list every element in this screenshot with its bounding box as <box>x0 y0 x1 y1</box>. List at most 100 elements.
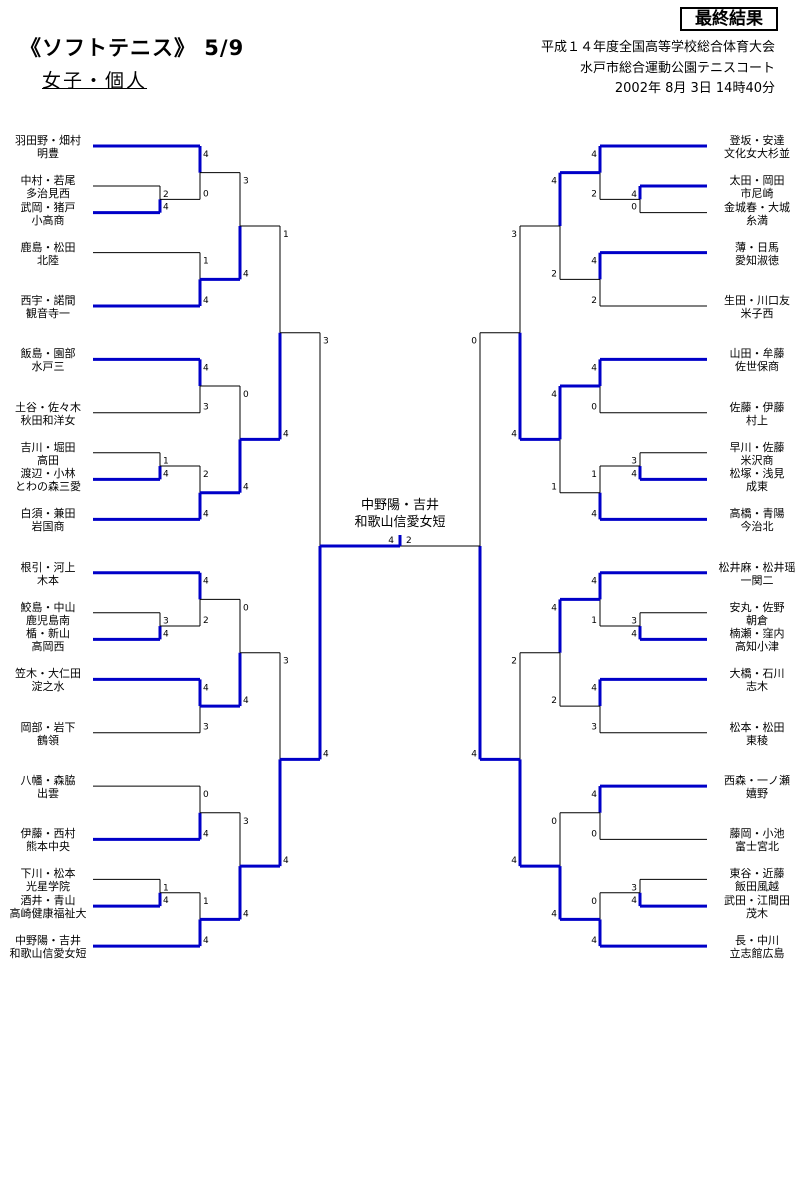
score: 4 <box>591 936 597 946</box>
entry-school: 鹿児島南 <box>26 613 70 627</box>
entry: 武田・江間田茂木 <box>707 894 799 920</box>
score: 4 <box>471 749 477 759</box>
score: 3 <box>591 723 597 733</box>
champion: 中野陽・吉井 和歌山信愛女短 <box>330 497 470 531</box>
score: 4 <box>203 829 209 839</box>
score: 4 <box>283 429 289 439</box>
score: 4 <box>203 683 209 693</box>
score: 4 <box>203 936 209 946</box>
tournament-name: 平成１４年度全国高等学校総合体育大会 <box>540 40 775 55</box>
entry-players: 早川・佐藤 <box>729 440 785 454</box>
entry-players: 登坂・安達 <box>729 134 785 147</box>
score: 4 <box>163 896 169 906</box>
entry-players: 楯・新山 <box>26 627 70 641</box>
entry-school: 佐世保商 <box>735 360 779 374</box>
score: 4 <box>243 483 249 493</box>
entry-school: 市尼崎 <box>740 187 774 200</box>
entry-players: 鹿島・松田 <box>20 240 76 254</box>
entry: 渡辺・小林とわの森三愛 <box>0 467 98 493</box>
entry-school: 富士宮北 <box>735 840 779 854</box>
score: 3 <box>283 657 289 667</box>
page-title: 《ソフトテニス》 5/9 <box>20 36 245 60</box>
entry: 山田・牟藤佐世保商 <box>707 347 799 373</box>
entry-school: とわの森三愛 <box>15 480 81 494</box>
entry-players: 鮫島・中山 <box>20 600 76 614</box>
entry-school: 成東 <box>746 480 768 494</box>
score: 3 <box>511 230 517 240</box>
entry-school: 愛知淑徳 <box>735 253 779 267</box>
entry: 生田・川口友米子西 <box>707 294 799 320</box>
entry: 西森・一ノ瀬嬉野 <box>707 774 799 800</box>
entry-players: 中野陽・吉井 <box>15 934 81 948</box>
score: 4 <box>203 509 209 519</box>
score: 2 <box>591 296 597 306</box>
final-score-right: 2 <box>406 536 412 546</box>
score: 1 <box>203 257 209 267</box>
entry-players: 楠瀬・窪内 <box>729 627 785 641</box>
entry-school: 今治北 <box>740 520 774 534</box>
score: 4 <box>323 749 329 759</box>
entry: 飯島・園部水戸三 <box>0 347 98 373</box>
score: 0 <box>243 603 249 613</box>
entry: 安丸・佐野朝倉 <box>707 601 799 627</box>
venue-name: 水戸市総合運動公園テニスコート <box>579 61 775 76</box>
entry: 藤岡・小池富士宮北 <box>707 827 799 853</box>
score: 0 <box>203 790 209 800</box>
entry: 鮫島・中山鹿児島南 <box>0 601 98 627</box>
score: 0 <box>591 897 597 907</box>
score: 2 <box>511 657 517 667</box>
entry-school: 高田 <box>37 453 59 467</box>
entry: 佐藤・伊藤村上 <box>707 401 799 427</box>
entry-players: 笠木・大仁田 <box>15 667 81 681</box>
score: 4 <box>631 896 637 906</box>
entry-players: 太田・岡田 <box>729 174 785 187</box>
score: 2 <box>551 696 557 706</box>
entry: 松本・松田東稜 <box>707 721 799 747</box>
score: 4 <box>551 603 557 613</box>
entry-players: 武岡・猪戸 <box>20 200 76 214</box>
entry-school: 鶴領 <box>37 733 59 747</box>
entry-players: 八幡・森脇 <box>20 774 76 788</box>
entry-players: 佐藤・伊藤 <box>729 400 785 414</box>
score: 4 <box>591 790 597 800</box>
entry-players: 安丸・佐野 <box>729 600 785 614</box>
champion-players: 中野陽・吉井 <box>360 498 439 513</box>
entry: 長・中川立志館広島 <box>707 934 799 960</box>
entry-players: 藤岡・小池 <box>729 827 785 841</box>
entry-school: 文化女大杉並 <box>724 147 790 160</box>
entry-school: 東稜 <box>746 733 768 747</box>
entry-school: 木本 <box>37 573 59 587</box>
final-result-badge: 最終結果 <box>680 7 778 31</box>
score: 0 <box>591 403 597 413</box>
score: 3 <box>631 883 637 893</box>
entry-players: 松塚・浅見 <box>729 467 785 481</box>
entry-players: 金城春・大城 <box>724 200 790 214</box>
entry-school: 嬉野 <box>746 787 768 801</box>
entry-school: 水戸三 <box>31 360 65 374</box>
entry: 羽田野・畑村明豊 <box>0 134 98 160</box>
score: 3 <box>631 617 637 627</box>
score: 1 <box>591 470 597 480</box>
score: 4 <box>243 696 249 706</box>
entry: 太田・岡田市尼崎 <box>707 174 799 200</box>
score: 2 <box>163 190 169 200</box>
entry: 中野陽・吉井和歌山信愛女短 <box>0 934 98 960</box>
score: 3 <box>323 337 329 347</box>
entry-school: 茂木 <box>746 907 768 921</box>
entry: 薄・日馬愛知淑徳 <box>707 241 799 267</box>
entry-players: 高橋・青陽 <box>729 507 785 521</box>
entry: 武岡・猪戸小高商 <box>0 201 98 227</box>
score: 1 <box>163 457 169 467</box>
entry-players: 吉川・堀田 <box>20 440 76 454</box>
entry-players: 薄・日馬 <box>735 240 779 254</box>
score: 0 <box>591 829 597 839</box>
entry: 高橋・青陽今治北 <box>707 507 799 533</box>
entry-players: 西森・一ノ瀬 <box>724 774 790 788</box>
score: 4 <box>243 909 249 919</box>
score: 1 <box>203 897 209 907</box>
score: 4 <box>163 629 169 639</box>
score: 2 <box>203 616 209 626</box>
entry: 早川・佐藤米沢商 <box>707 441 799 467</box>
entry-players: 武田・江間田 <box>724 894 790 908</box>
